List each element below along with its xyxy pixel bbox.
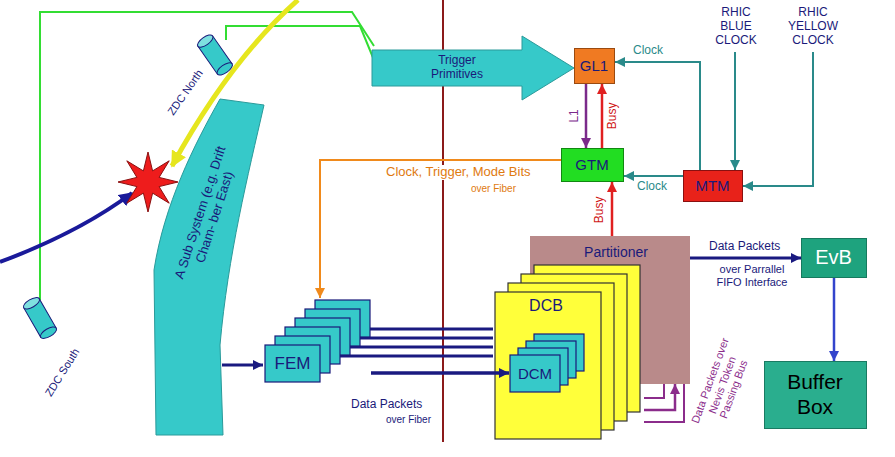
stack-card bbox=[495, 292, 601, 439]
token-bus-line bbox=[644, 384, 664, 398]
free-label: RHIC BLUE CLOCK bbox=[708, 6, 764, 47]
fiber-line bbox=[360, 328, 493, 331]
connector bbox=[585, 84, 588, 148]
mtm-box: MTM bbox=[683, 170, 743, 202]
fiber-line bbox=[350, 337, 493, 340]
connector bbox=[624, 175, 683, 177]
clock-wire bbox=[743, 52, 813, 186]
node-label: Trigger Primitives bbox=[417, 54, 497, 82]
gtm-box: GTM bbox=[561, 148, 624, 182]
connector bbox=[615, 62, 700, 170]
connector bbox=[320, 160, 561, 298]
connector bbox=[644, 384, 675, 410]
node-label: FEM bbox=[275, 354, 311, 374]
stack-card bbox=[275, 336, 330, 373]
zdc-cylinder-end bbox=[196, 33, 215, 50]
edge-label: L1 bbox=[568, 108, 582, 123]
free-label: Data Packets over Nevis Token Passing Bu… bbox=[687, 332, 757, 439]
trigger-arrow: Trigger Primitives bbox=[372, 36, 574, 100]
free-label: Clock, Trigger, Mode Bits bbox=[385, 165, 532, 180]
clock-wire bbox=[734, 52, 736, 170]
stack-card bbox=[510, 355, 560, 392]
token-bus-line bbox=[644, 384, 684, 422]
subsystem-shape: A Sub System (e.g. Drift Cham- ber East) bbox=[148, 95, 266, 440]
node-label: DCM bbox=[518, 365, 552, 382]
node-label: GL1 bbox=[580, 57, 608, 74]
connector bbox=[371, 371, 509, 375]
free-label: ZDC North bbox=[164, 66, 206, 118]
node-label: Buffer Box bbox=[780, 370, 850, 418]
free-label: ZDC South bbox=[42, 345, 83, 400]
connector bbox=[611, 182, 614, 236]
blue-beam bbox=[0, 193, 132, 262]
zdc-cylinder-end bbox=[22, 295, 42, 311]
node-label: MTM bbox=[695, 177, 729, 194]
free-label: over Parrallel FIFO Interface bbox=[710, 263, 794, 288]
node-label: DCB bbox=[529, 297, 563, 315]
zdc-cylinder bbox=[22, 295, 59, 340]
edge-label: Clock bbox=[636, 180, 668, 194]
edge-label: Clock bbox=[632, 44, 664, 58]
edge-label: Busy bbox=[606, 102, 620, 131]
dcm-stack: DCM bbox=[509, 333, 585, 393]
collision-star bbox=[118, 152, 178, 212]
subsystem-shape-outline bbox=[148, 95, 266, 440]
connector bbox=[690, 257, 801, 260]
zdc-cylinder-end bbox=[215, 60, 234, 77]
connector bbox=[833, 278, 836, 361]
free-label: over Fiber bbox=[470, 183, 517, 195]
node-label: Partitioner bbox=[584, 244, 648, 260]
fiber-line bbox=[330, 355, 493, 358]
node-label: GTM bbox=[575, 156, 608, 173]
dcm-stack-outline bbox=[509, 333, 585, 393]
stack-card bbox=[265, 345, 320, 382]
free-label: Data Packets bbox=[708, 240, 781, 254]
subsystem-sheet bbox=[154, 99, 264, 435]
connector bbox=[222, 364, 263, 367]
connector bbox=[601, 84, 604, 148]
node-label: EvB bbox=[815, 246, 852, 269]
fem-stack: FEM bbox=[263, 298, 371, 384]
buffer-box: Buffer Box bbox=[764, 361, 867, 429]
arrow-shape bbox=[372, 36, 574, 100]
gl1-box: GL1 bbox=[574, 48, 615, 84]
free-label: RHIC YELLOW CLOCK bbox=[780, 6, 846, 47]
dcb-stack: DCB DCM bbox=[494, 263, 644, 441]
zdc-cylinder-end bbox=[39, 325, 59, 341]
free-label: Data Packets bbox=[350, 398, 423, 412]
free-label: over Fiber bbox=[385, 414, 432, 426]
evb-box: EvB bbox=[801, 238, 867, 278]
edge-label: Busy bbox=[593, 196, 607, 225]
fiber-line bbox=[340, 346, 493, 349]
